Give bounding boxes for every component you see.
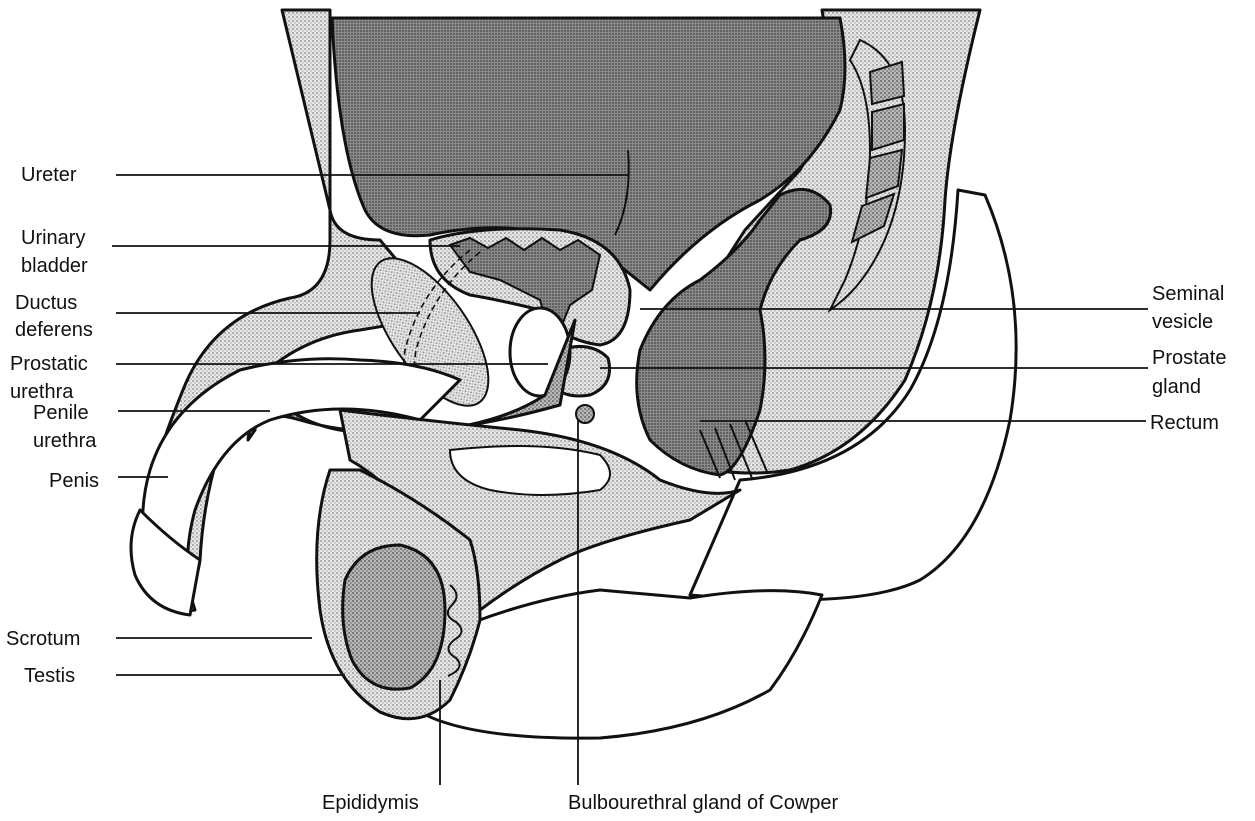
label-scrotum: Scrotum (6, 628, 80, 650)
label-urinary-bladder-1: Urinary (21, 227, 85, 249)
label-penis: Penis (49, 470, 99, 492)
label-epididymis: Epididymis (322, 792, 419, 814)
label-penile-urethra-1: Penile (33, 402, 89, 424)
label-urinary-bladder-2: bladder (21, 255, 88, 277)
label-rectum: Rectum (1150, 412, 1219, 434)
label-ureter: Ureter (21, 164, 77, 186)
label-prostate-gland-1: Prostate (1152, 347, 1226, 369)
label-seminal-vesicle-2: vesicle (1152, 311, 1213, 333)
label-prostate-gland-2: gland (1152, 376, 1201, 398)
label-penile-urethra-2: urethra (33, 430, 97, 452)
label-seminal-vesicle-1: Seminal (1152, 283, 1224, 305)
label-ductus-deferens-2: deferens (15, 319, 93, 341)
label-testis: Testis (24, 665, 75, 687)
label-prostatic-urethra-2: urethra (10, 381, 74, 403)
label-prostatic-urethra-1: Prostatic (10, 353, 88, 375)
label-ductus-deferens-1: Ductus (15, 292, 77, 314)
label-bulbourethral-gland: Bulbourethral gland of Cowper (568, 792, 839, 814)
